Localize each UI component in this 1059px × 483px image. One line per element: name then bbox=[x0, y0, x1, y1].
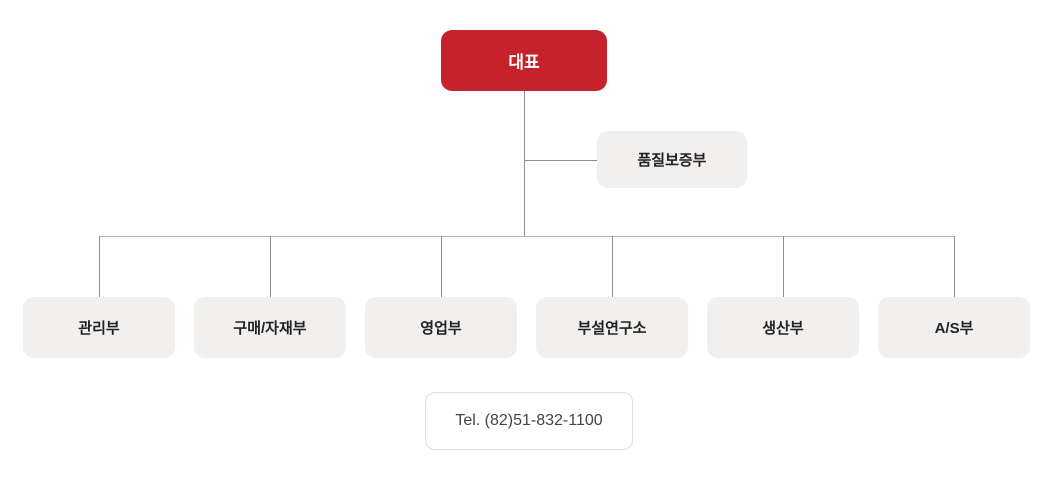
org-node-as-dept: A/S부 bbox=[878, 297, 1030, 358]
connector-drop-purchasing bbox=[270, 236, 271, 297]
connector-root-vertical bbox=[524, 91, 525, 236]
contact-phone-box: Tel. (82)51-832-1100 bbox=[425, 392, 633, 450]
org-node-sales-dept: 영업부 bbox=[365, 297, 517, 358]
org-node-ceo: 대표 bbox=[441, 30, 607, 91]
connector-drop-sales bbox=[441, 236, 442, 297]
org-node-quality-assurance: 품질보증부 bbox=[597, 131, 747, 188]
org-node-purchasing-materials-dept: 구매/자재부 bbox=[194, 297, 346, 358]
org-node-management-dept: 관리부 bbox=[23, 297, 175, 358]
connector-drop-management bbox=[99, 236, 100, 297]
org-node-research-institute: 부설연구소 bbox=[536, 297, 688, 358]
org-node-production-dept: 생산부 bbox=[707, 297, 859, 358]
connector-drop-production bbox=[783, 236, 784, 297]
connector-staff-branch bbox=[524, 160, 597, 161]
connector-main-horizontal bbox=[99, 236, 955, 237]
connector-drop-research bbox=[612, 236, 613, 297]
connector-drop-as bbox=[954, 236, 955, 297]
